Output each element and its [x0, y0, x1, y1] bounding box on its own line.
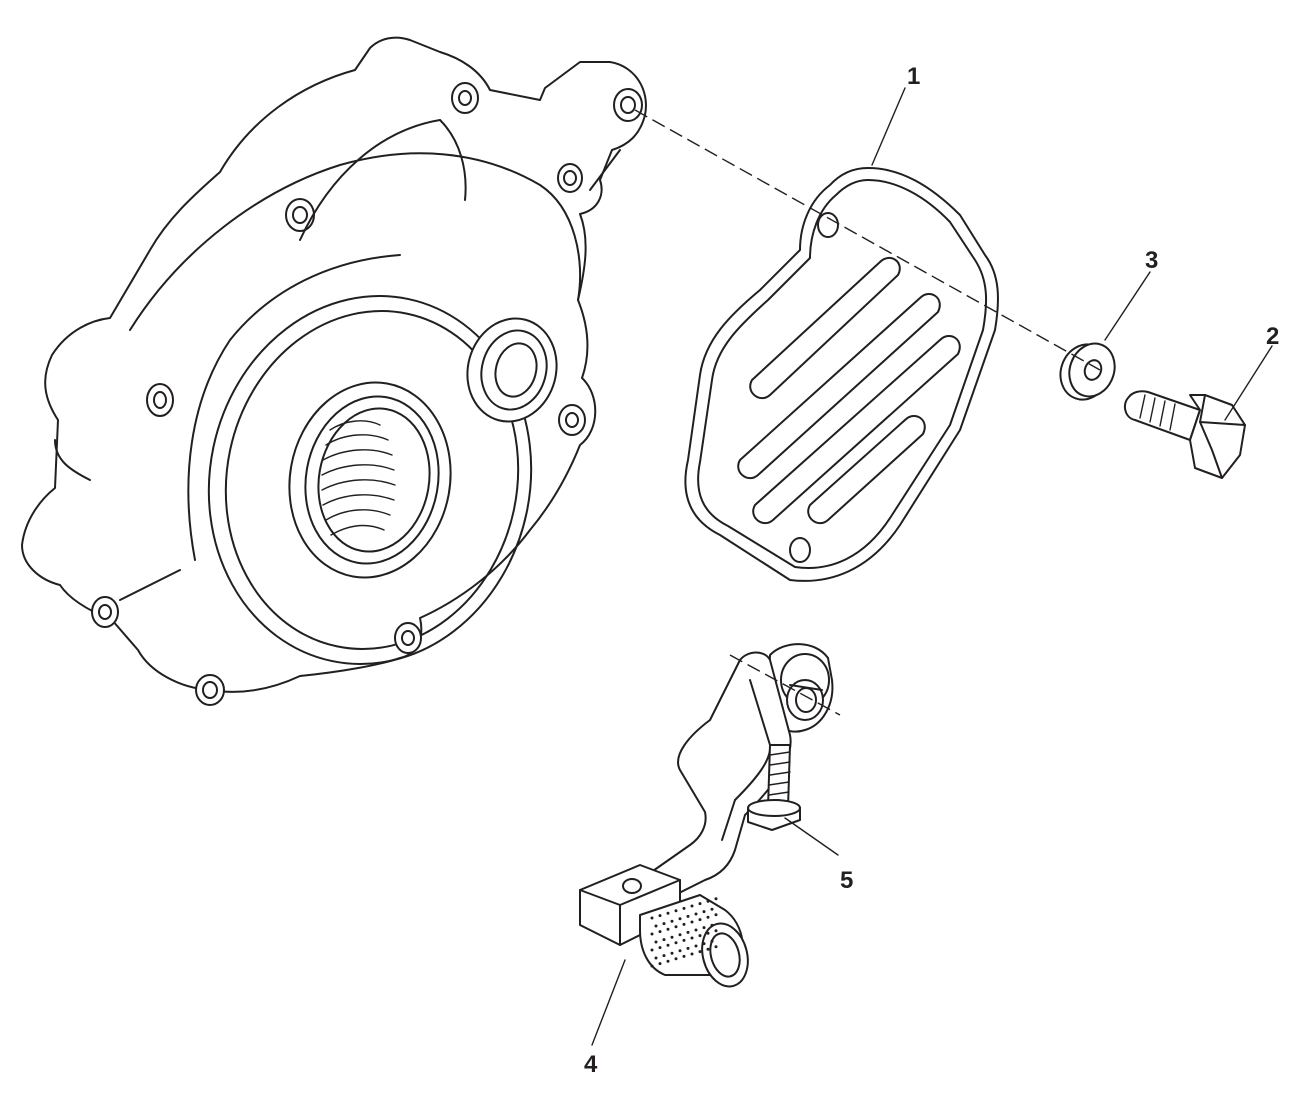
part-5-clamp-bolt: [747, 744, 801, 831]
knurled-peg-texture: [650, 897, 718, 968]
callout-4: 4: [584, 1051, 598, 1078]
part-3-washer: [1059, 342, 1116, 401]
callout-3: 3: [1145, 247, 1158, 274]
callout-2: 2: [1266, 323, 1279, 350]
guard-plate-slots: [737, 256, 961, 525]
callout-5: 5: [840, 867, 853, 894]
engine-side-cover: [21, 36, 647, 706]
assembly-center-lines: [634, 109, 1101, 716]
callout-leaders: [591, 87, 1273, 1046]
threaded-bore: [321, 420, 396, 536]
part-1-guard-plate: [684, 167, 999, 582]
part-4-shift-lever: [579, 643, 834, 988]
cover-outline: [21, 36, 647, 693]
callout-1: 1: [907, 63, 920, 90]
part-2-hex-bolt: [1123, 390, 1246, 479]
